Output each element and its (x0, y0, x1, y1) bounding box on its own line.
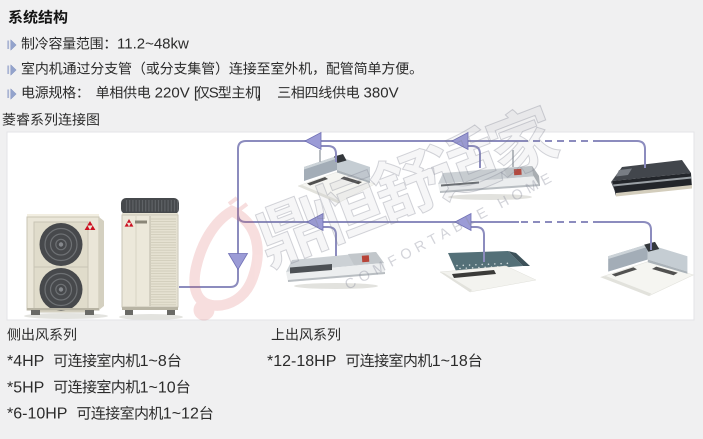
svg-text:*6-10HP: *6-10HP (7, 406, 76, 423)
svg-text:380V: 380V (359, 85, 398, 102)
svg-text:1~12: 1~12 (163, 406, 199, 423)
svg-text:*5HP: *5HP (7, 379, 53, 396)
svg-text:*12-18HP: *12-18HP (267, 353, 345, 370)
svg-text:11.2~48kw: 11.2~48kw (117, 36, 189, 53)
svg-text:1~18: 1~18 (432, 353, 468, 370)
svg-text:1~8: 1~8 (140, 353, 167, 370)
svg-text:]: ] (257, 85, 261, 102)
svg-text:220V [: 220V [ (151, 85, 199, 102)
svg-text:S: S (209, 85, 219, 102)
svg-text:*4HP: *4HP (7, 353, 53, 370)
svg-text:1~10: 1~10 (140, 379, 176, 396)
